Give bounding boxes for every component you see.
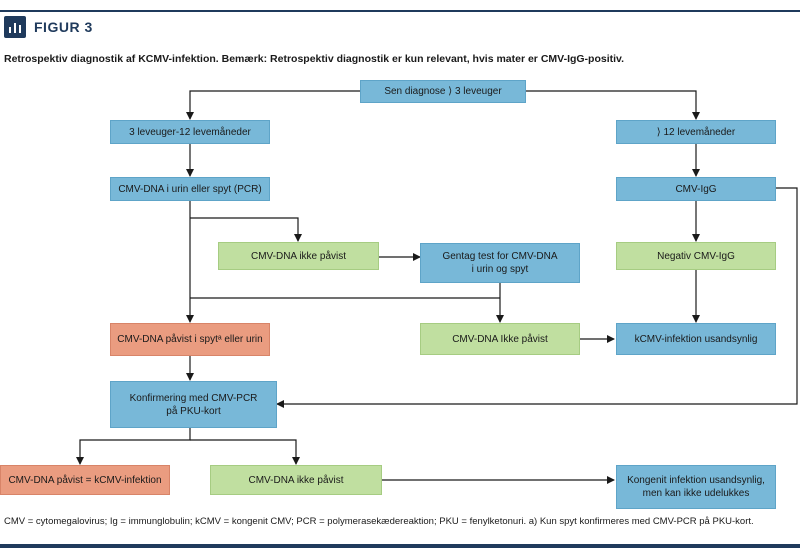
arrow-to-left-age [186, 90, 360, 120]
node-pavist-spyt: CMV-DNA påvist i spytᵃ eller urin [110, 323, 270, 356]
node-negativ-igg: Negativ CMV-IgG [616, 242, 776, 270]
footnote: CMV = cytomegalovirus; Ig = immunglobuli… [4, 516, 754, 527]
node-ikke-pavist-3: CMV-DNA ikke påvist [210, 465, 382, 495]
top-rule [0, 10, 800, 12]
bar-chart-icon [4, 16, 26, 38]
arrow-to-ikke-pavist-3 [190, 439, 300, 465]
arrow-igg-to-konfirmering [276, 187, 798, 408]
node-cmv-igg: CMV-IgG [616, 177, 776, 201]
arrow-to-right-age [526, 90, 700, 120]
arrow-to-ikke-pavist-1 [190, 217, 302, 242]
figure-label: FIGUR 3 [34, 19, 93, 35]
node-ikke-pavist-2: CMV-DNA Ikke påvist [420, 323, 580, 355]
node-ikke-pavist-1: CMV-DNA ikke påvist [218, 242, 379, 270]
node-gentag-test: Gentag test for CMV-DNA i urin og spyt [420, 243, 580, 283]
figure-subtitle: Retrospektiv diagnostik af KCMV-infektio… [4, 53, 625, 65]
node-sen-diagnose: Sen diagnose ⟩ 3 leveuger [360, 80, 526, 103]
node-right-age: ⟩ 12 levemåneder [616, 120, 776, 144]
arrow-to-pavist-kcmv [76, 428, 191, 465]
node-left-age: 3 leveuger-12 levemåneder [110, 120, 270, 144]
node-kongenit: Kongenit infektion usandsynlig, men kan … [616, 465, 776, 509]
node-konfirmering: Konfirmering med CMV-PCR på PKU-kort [110, 381, 277, 428]
node-kcmv-usandsynlig: kCMV-infektion usandsynlig [616, 323, 776, 355]
node-cmv-dna-test: CMV-DNA i urin eller spyt (PCR) [110, 177, 270, 201]
node-pavist-kcmv: CMV-DNA påvist = kCMV-infektion [0, 465, 170, 495]
bottom-rule [0, 544, 800, 548]
